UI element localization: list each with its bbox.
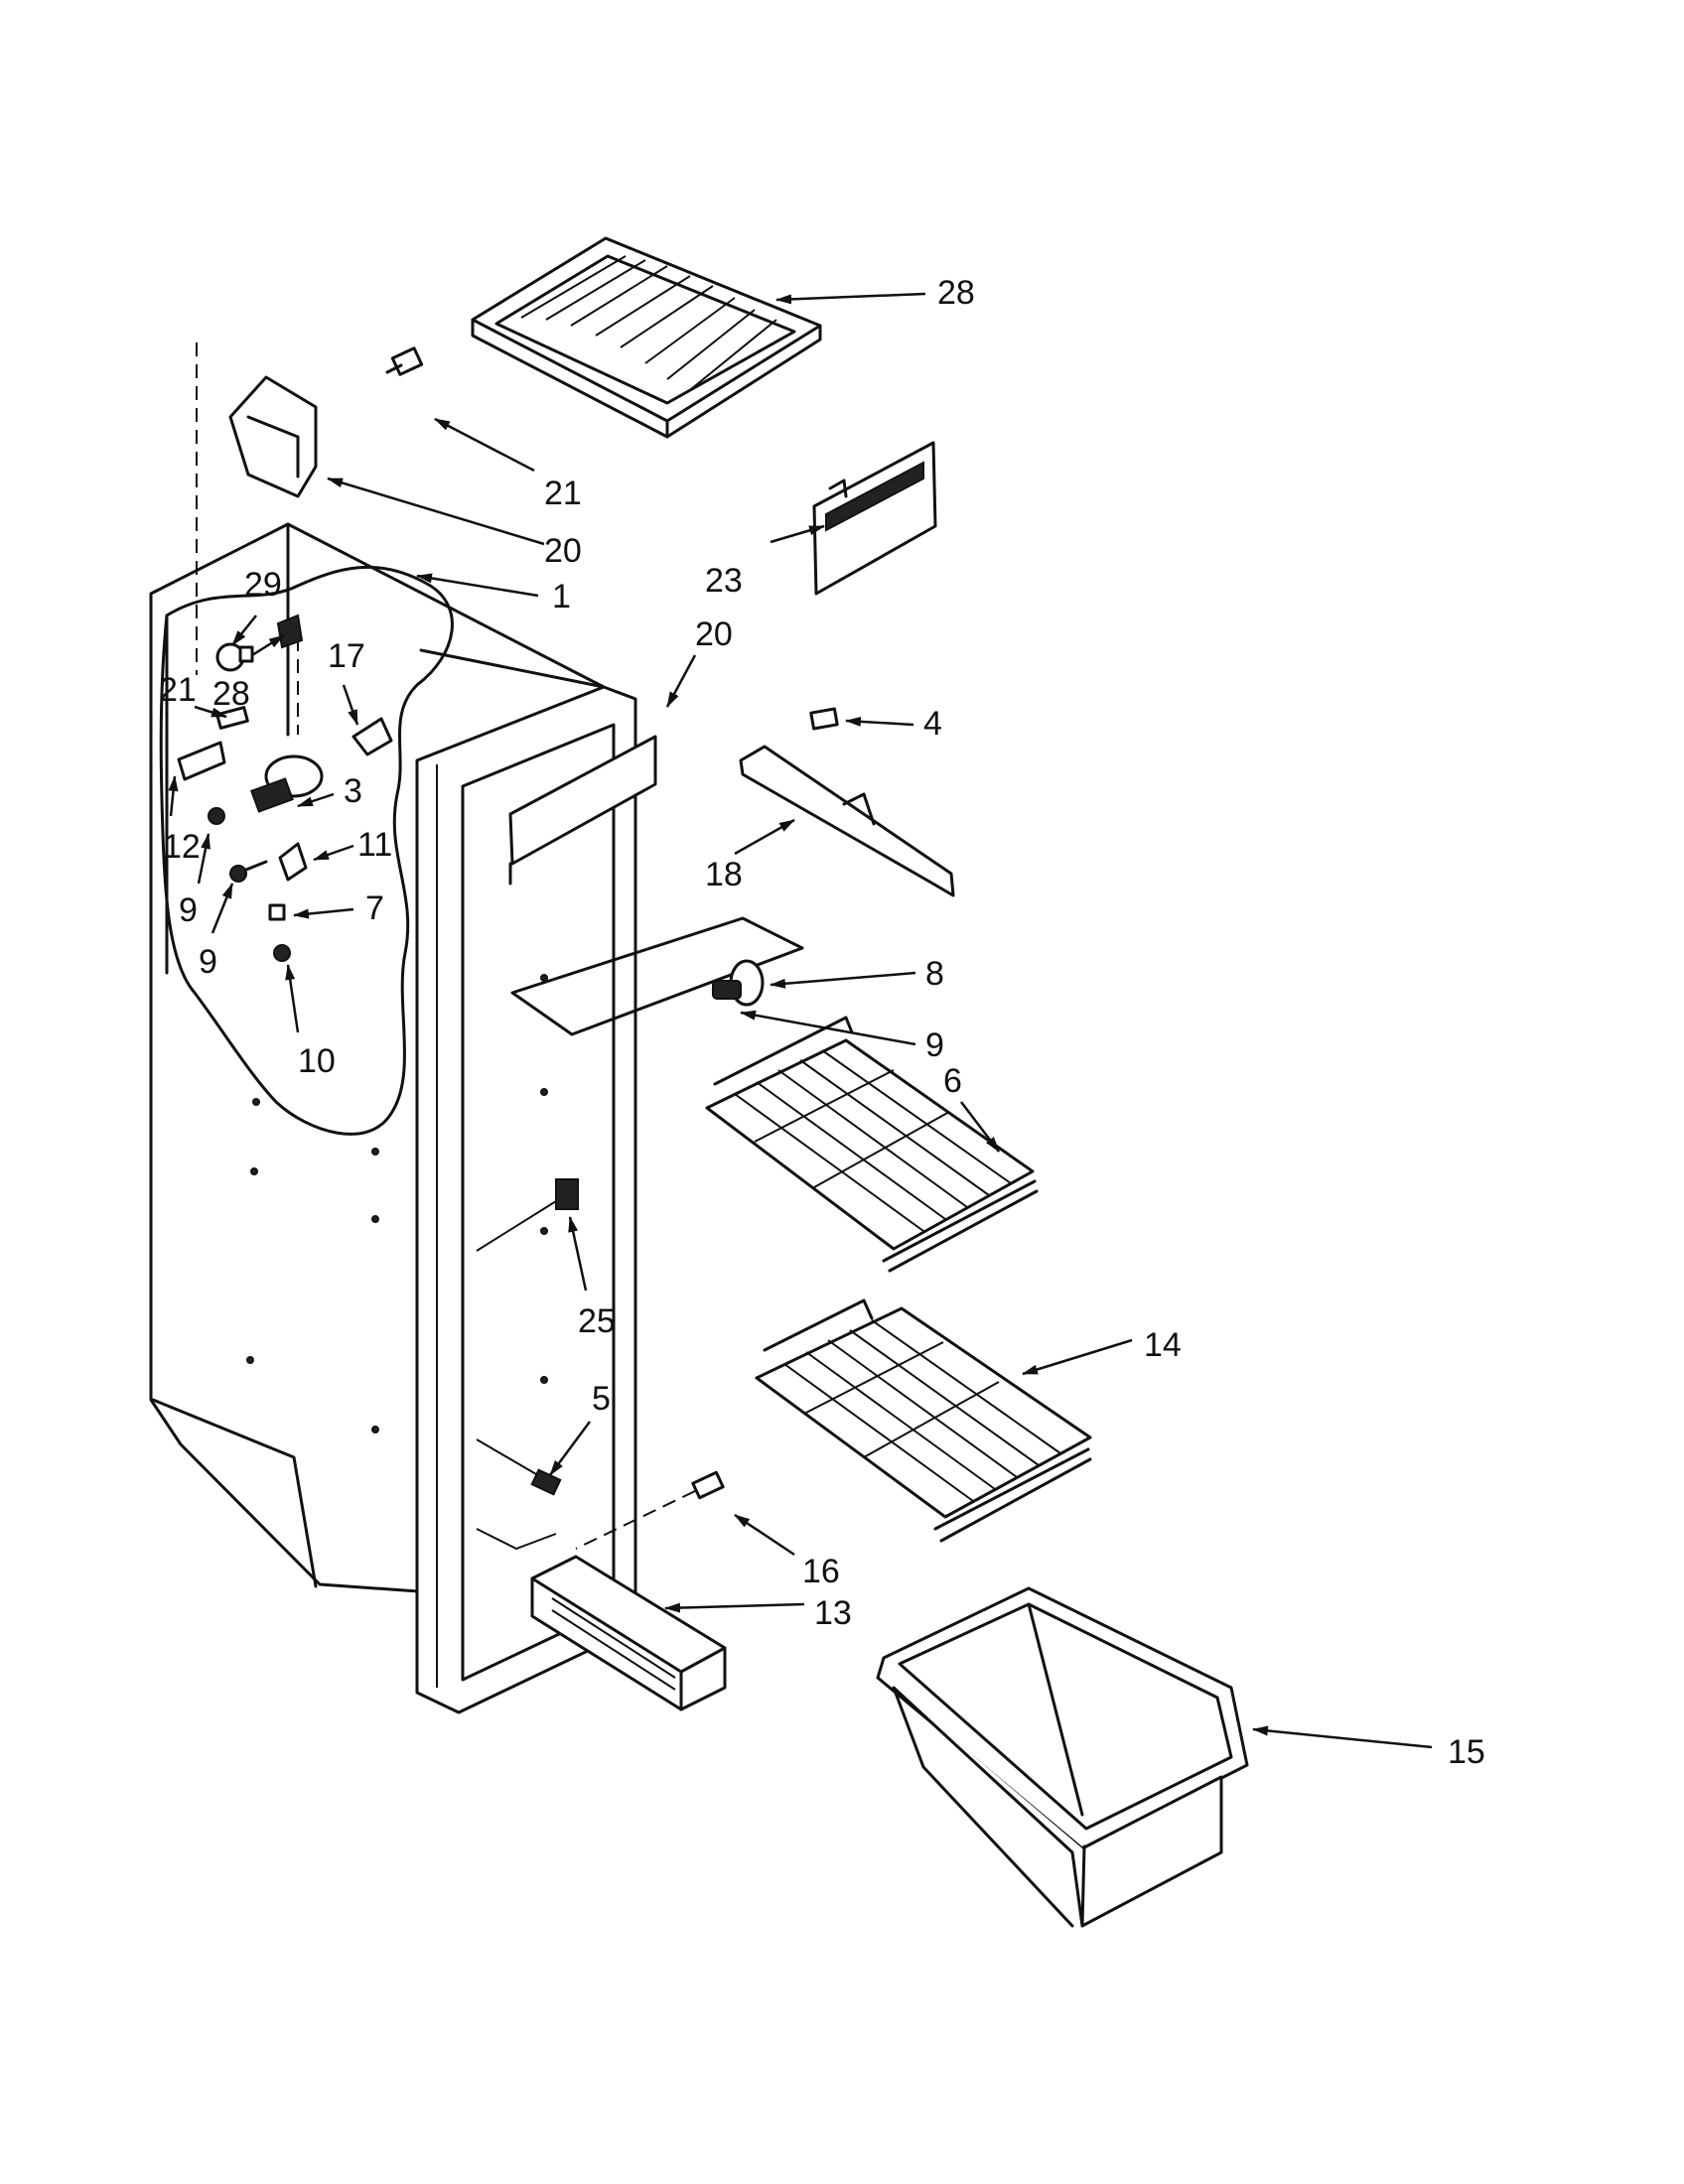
bracket-part-20 bbox=[228, 375, 318, 498]
callout-4: 4 bbox=[923, 705, 942, 743]
crisper-cover-part-26 bbox=[471, 236, 822, 439]
callout-17: 17 bbox=[328, 637, 365, 675]
callout-3: 3 bbox=[344, 772, 362, 810]
screw-part-21-top bbox=[385, 346, 424, 376]
callout-21: 21 bbox=[544, 475, 582, 512]
switch-part-11 bbox=[278, 842, 308, 882]
callout-14: 14 bbox=[1144, 1326, 1182, 1364]
callout-16: 16 bbox=[802, 1553, 840, 1590]
callout-15: 15 bbox=[1448, 1733, 1485, 1771]
lamp-socket-part-28 bbox=[276, 614, 304, 649]
callout-labels: 28 21 20 1 29 28 21 17 3 11 12 9 9 7 10 … bbox=[159, 274, 1485, 1771]
callout-23: 23 bbox=[705, 562, 743, 600]
screw-part-4 bbox=[809, 707, 839, 731]
grille-part-13 bbox=[530, 1555, 727, 1711]
callout-29: 29 bbox=[244, 566, 282, 604]
callout-7-right: 8 bbox=[925, 955, 944, 993]
callout-11: 11 bbox=[357, 826, 392, 864]
callout-9b: 9 bbox=[199, 943, 217, 981]
screw-part-16 bbox=[575, 1470, 725, 1550]
callout-5: 5 bbox=[592, 1380, 611, 1418]
lamp-bulb-part-29 bbox=[215, 642, 254, 672]
screw-part-8 bbox=[712, 980, 742, 1000]
callout-7-left: 7 bbox=[365, 889, 384, 927]
callout-12: 12 bbox=[163, 828, 201, 866]
callout-8: 9 bbox=[925, 1026, 944, 1064]
leader-arrows bbox=[168, 292, 1433, 1749]
callout-1: 1 bbox=[552, 578, 571, 615]
wire-shelf-part-6 bbox=[705, 1016, 1039, 1273]
callout-18: 18 bbox=[705, 856, 743, 893]
callout-13: 13 bbox=[814, 1594, 852, 1632]
rear-cutaway bbox=[159, 565, 454, 1136]
callout-26: 28 bbox=[937, 274, 975, 312]
plug-part-10 bbox=[273, 944, 291, 962]
switch-part-25 bbox=[476, 1178, 579, 1252]
screw-part-9b bbox=[229, 860, 268, 883]
callout-10: 10 bbox=[298, 1042, 336, 1080]
light-shield-part-23 bbox=[812, 441, 937, 596]
callout-28: 28 bbox=[212, 675, 250, 713]
thermostat-part-3 bbox=[250, 754, 324, 813]
screw-part-5 bbox=[476, 1438, 562, 1496]
callout-21-side: 21 bbox=[159, 671, 197, 709]
cover-part-19 bbox=[508, 735, 657, 886]
callout-20: 20 bbox=[544, 532, 582, 570]
screw-part-9a bbox=[208, 807, 225, 825]
callout-19: 20 bbox=[695, 615, 733, 653]
callout-9a: 9 bbox=[179, 891, 198, 929]
callout-25: 25 bbox=[578, 1302, 616, 1340]
callout-6: 6 bbox=[943, 1062, 962, 1100]
clip-part-17 bbox=[351, 717, 393, 756]
crisper-bin-part-15 bbox=[876, 1586, 1249, 1928]
clip-part-7-left bbox=[268, 903, 286, 921]
panel-plate bbox=[510, 916, 804, 1036]
wire-shelf-part-14 bbox=[755, 1298, 1092, 1543]
liner-holes bbox=[246, 1088, 548, 1433]
clip-part-12 bbox=[177, 741, 226, 781]
shelf-bracket-part-18 bbox=[739, 745, 955, 897]
